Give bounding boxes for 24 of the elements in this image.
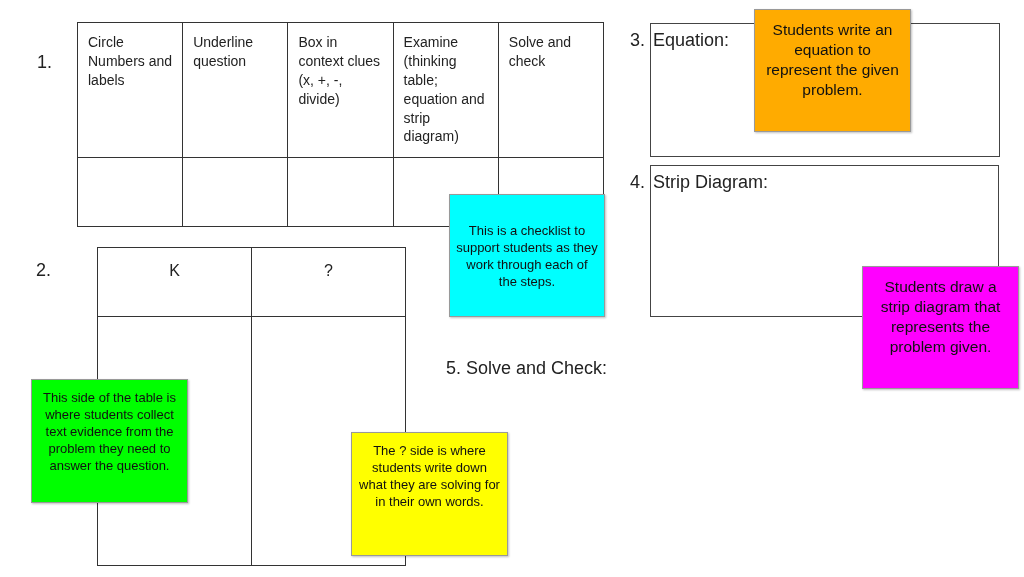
- table-header-cell: Solve and check: [498, 23, 604, 158]
- table-header-cell: Circle Numbers and labels: [78, 23, 184, 158]
- sticky-note: [351, 432, 508, 556]
- table-header-cell: Examine (thinking table; equation and strip diagram): [393, 23, 499, 158]
- section-heading: Strip Diagram:: [653, 172, 769, 193]
- note-text: Students write an equation to represent the given problem.: [765, 20, 900, 101]
- table-header-cell: ?: [252, 248, 406, 317]
- section-heading: Equation:: [653, 30, 730, 51]
- sticky-note: [449, 194, 605, 317]
- table-header-cell: K: [98, 248, 252, 317]
- section-number: 4.: [630, 172, 645, 193]
- note-text: Students draw a strip diagram that represents the problem given.: [879, 277, 1002, 358]
- sticky-note: [31, 379, 188, 503]
- section-number: 2.: [36, 260, 51, 281]
- section-number: 3.: [630, 30, 645, 51]
- table-header-cell: Box in context clues (x, +, -, divide): [288, 23, 394, 158]
- note-text: This side of the table is where students collect text evidence from the problem they need to answer the question.: [42, 390, 177, 475]
- section-number: 1.: [37, 52, 52, 73]
- note-text: The ? side is where students write down what they are solving for in their own words.: [358, 443, 501, 511]
- table-header-cell: Underline question: [183, 23, 289, 158]
- sticky-note: [754, 9, 911, 132]
- note-text: This is a checklist to support students as they work through each of the steps.: [456, 223, 598, 291]
- section-heading: 5. Solve and Check:: [446, 358, 608, 379]
- sticky-note: [862, 266, 1019, 389]
